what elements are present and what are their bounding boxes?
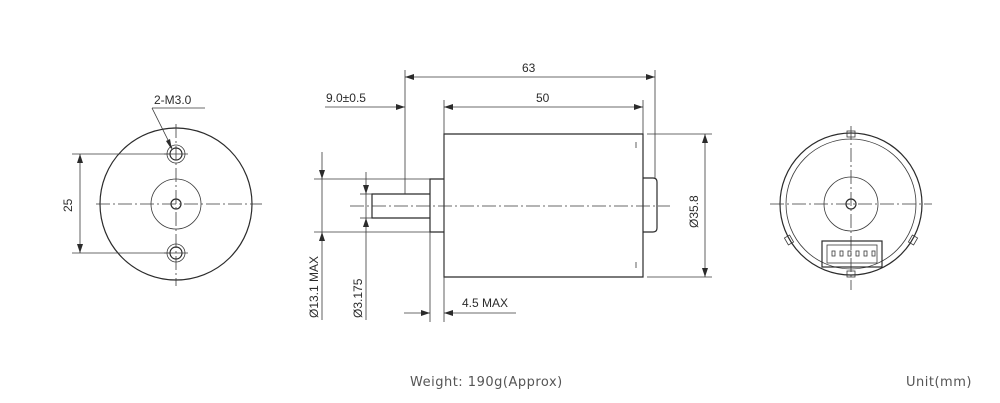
thread-callout-label: 2-M3.0	[154, 93, 192, 107]
shaft-extension-label: 9.0±0.5	[326, 91, 366, 105]
rear-cap	[643, 177, 658, 233]
rear-connector	[821, 240, 883, 268]
front-boss-side	[429, 178, 444, 233]
motor-body	[443, 133, 644, 278]
weight-note: Weight: 190g(Approx)	[410, 375, 563, 390]
body-length-label: 50	[536, 91, 550, 105]
hole-spacing-label: 25	[61, 198, 75, 212]
rear-view	[770, 126, 932, 290]
body-diameter-label: Ø35.8	[687, 195, 701, 228]
boss-diameter-label: Ø13.1 MAX	[307, 256, 321, 318]
unit-note: Unit(mm)	[906, 375, 972, 390]
shaft-diameter-label: Ø3.175	[351, 278, 365, 318]
boss-length-label: 4.5 MAX	[462, 296, 508, 310]
side-view: 63 9.0±0.5 50 Ø35.8 Ø13.1 MAX Ø3.175	[307, 61, 712, 322]
overall-length-label: 63	[522, 61, 536, 75]
front-view: 2-M3.0 25	[61, 93, 262, 286]
